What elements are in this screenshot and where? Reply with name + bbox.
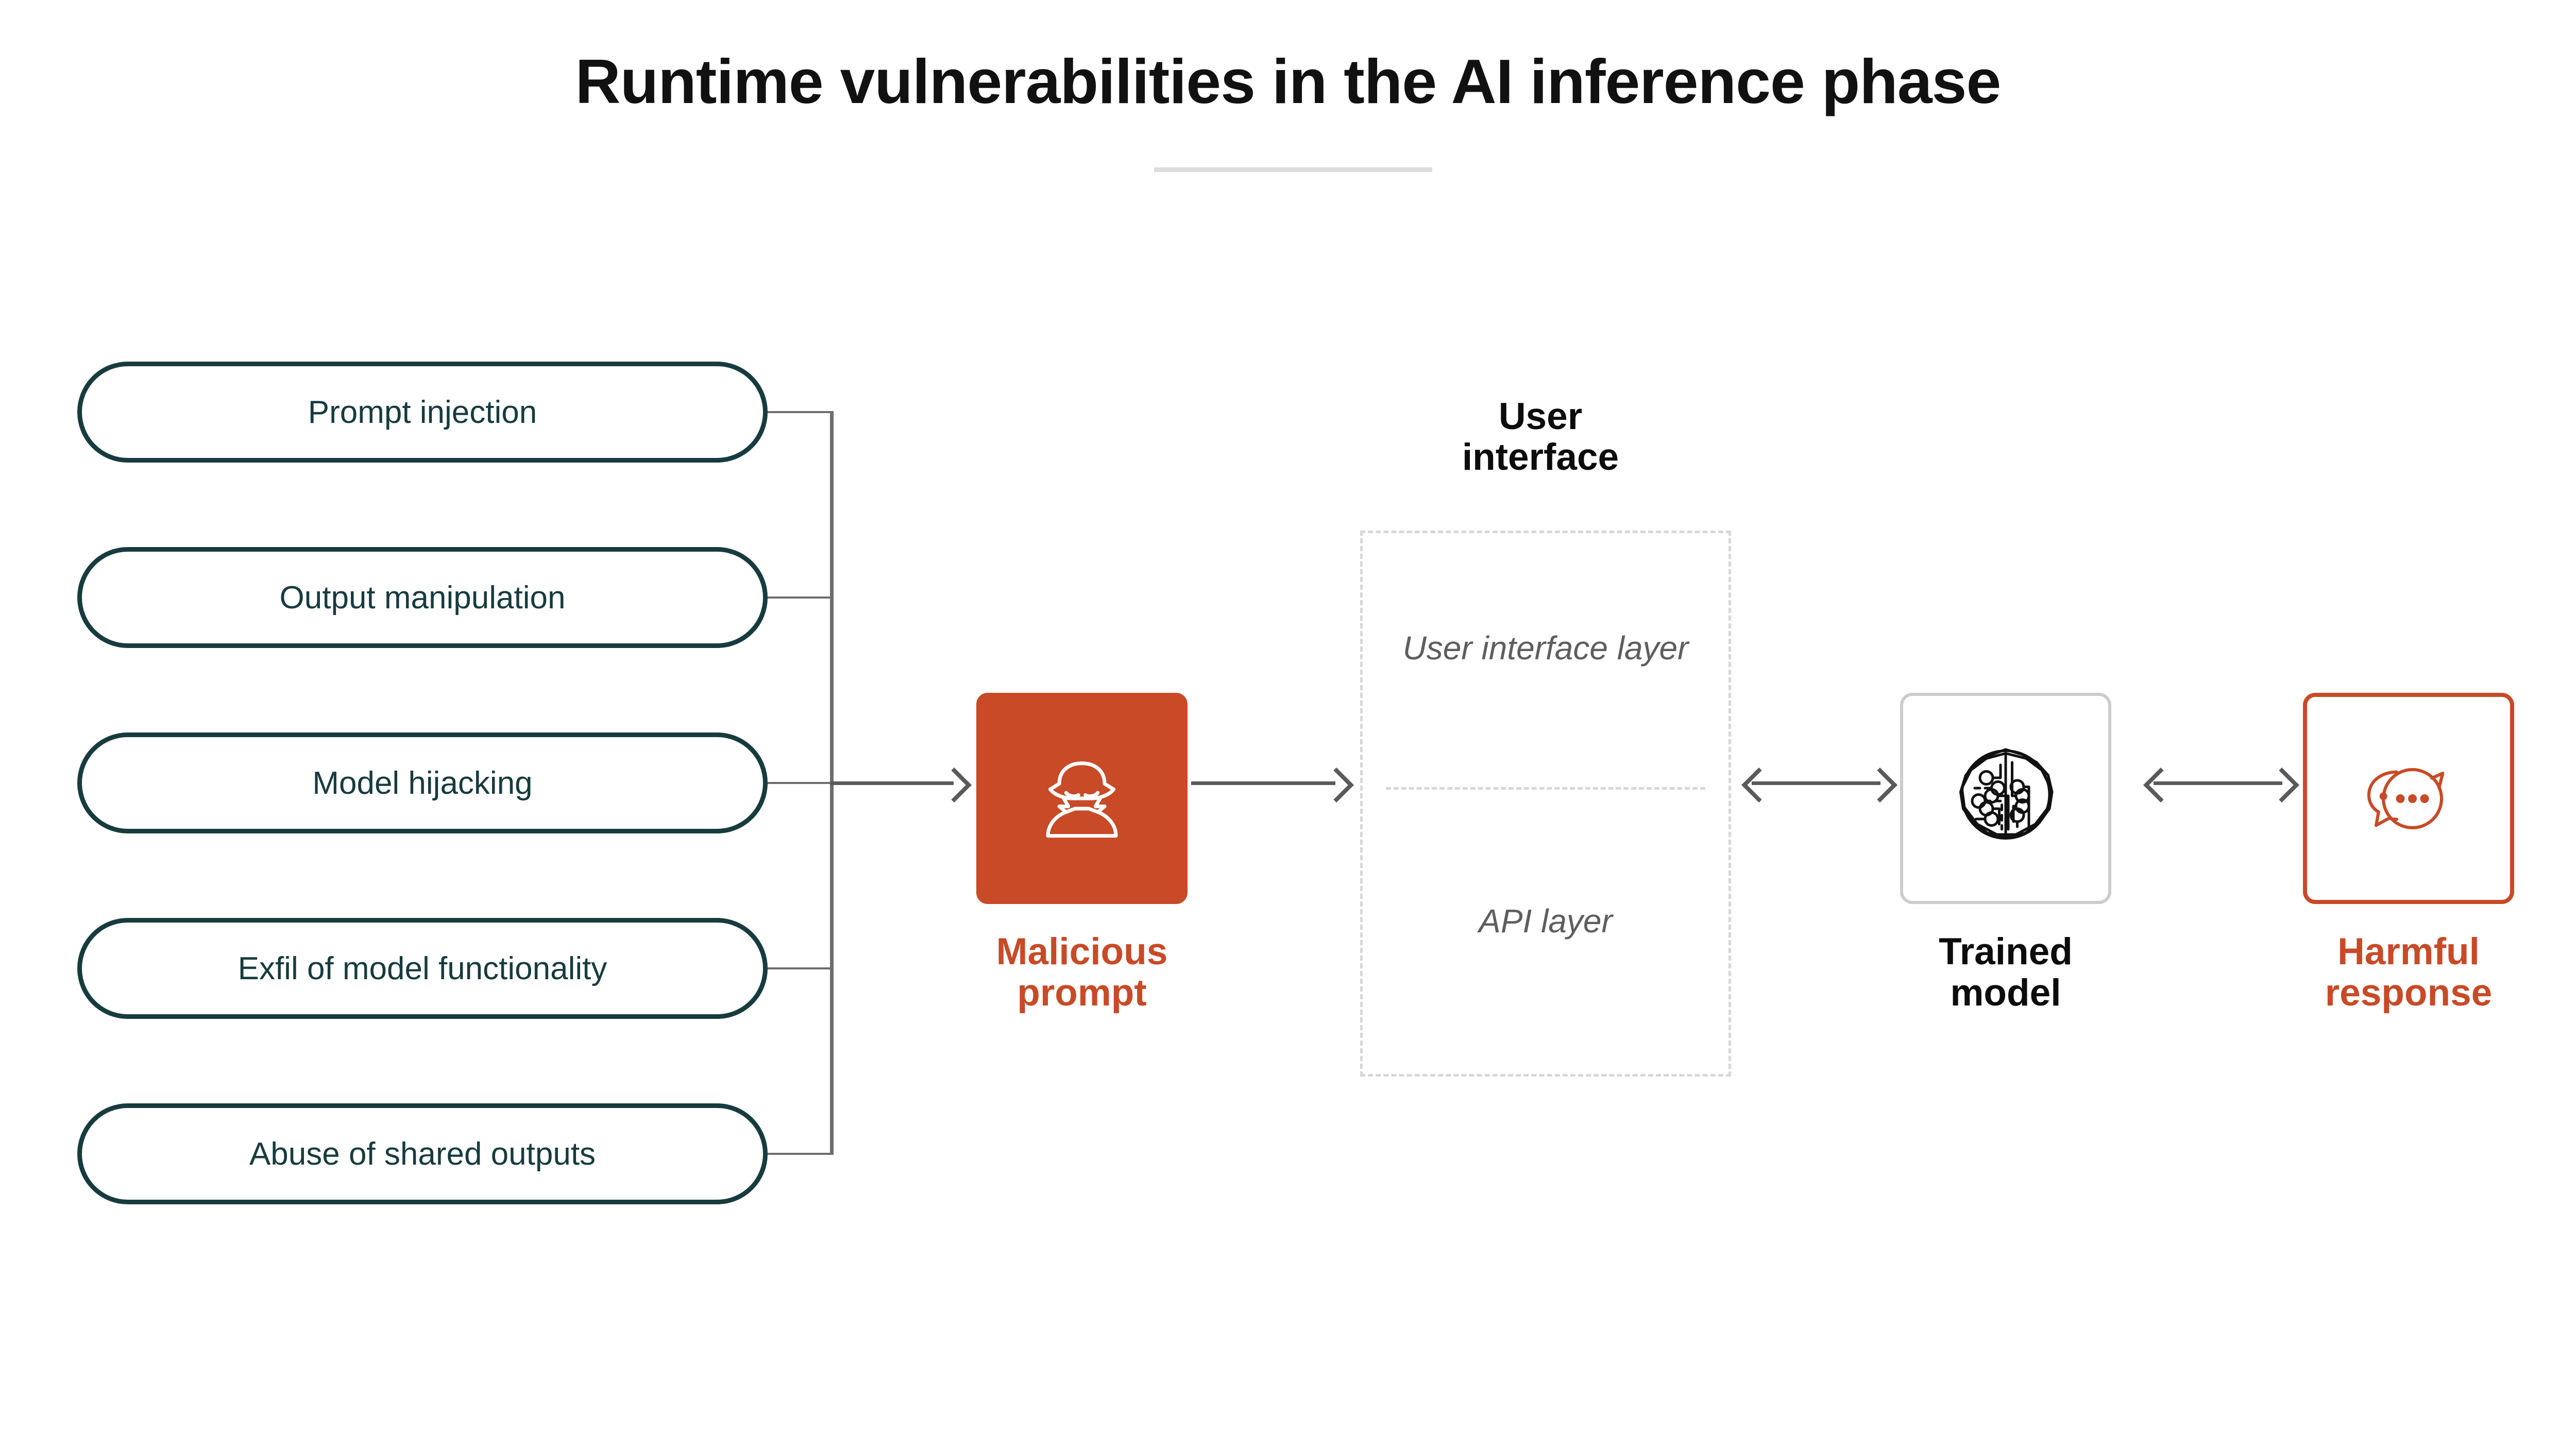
pill-label: Prompt injection [308, 394, 537, 430]
page-title: Runtime vulnerabilities in the AI infere… [575, 46, 2002, 116]
title-divider [1154, 167, 1432, 172]
vulnerability-pill-output-manipulation[interactable]: Output manipulation [77, 547, 768, 648]
arrow-head-right-ui-to-model [1862, 768, 1897, 803]
user-interface-layer-divider [1386, 787, 1705, 790]
ai-chip-brain-icon [1959, 748, 2054, 840]
trained-model-caption-line2: model [1950, 972, 2061, 1014]
user-interface-layer-label: User interface layer [1402, 629, 1689, 667]
trained-model-caption: Trained model [1836, 931, 2176, 1014]
arrow-head-right-model-to-response [2264, 768, 2299, 803]
vulnerability-pill-model-hijacking[interactable]: Model hijacking [77, 732, 768, 833]
arrow-line-malicious-to-ui [1191, 781, 1335, 785]
pill-label: Exfil of model functionality [238, 950, 607, 986]
arrow-head-left-ui-to-model [1741, 768, 1776, 803]
harmful-response-caption-line2: response [2325, 972, 2493, 1014]
arrow-line-ui-to-model [1752, 781, 1880, 785]
harmful-response-node[interactable] [2303, 693, 2514, 904]
user-interface-title: User interface [1360, 396, 1721, 478]
user-interface-title-line1: User [1498, 396, 1583, 437]
arrow-line-to-malicious [830, 781, 954, 785]
arrow-head-malicious-to-ui [1319, 768, 1354, 803]
malicious-prompt-caption-line1: Malicious [996, 931, 1168, 973]
connector-stub-3 [768, 782, 832, 784]
user-interface-title-line2: interface [1462, 436, 1619, 478]
vulnerability-pill-abuse-of-shared-outputs[interactable]: Abuse of shared outputs [77, 1103, 768, 1204]
vulnerability-pill-prompt-injection[interactable]: Prompt injection [77, 362, 768, 463]
connector-stub-5 [768, 1153, 832, 1155]
hacker-icon [1046, 761, 1118, 838]
harmful-response-caption-line1: Harmful [2337, 931, 2480, 973]
chat-bubbles-icon [2367, 768, 2444, 829]
malicious-prompt-caption: Malicious prompt [909, 931, 1255, 1014]
malicious-prompt-caption-line2: prompt [1017, 972, 1147, 1014]
arrow-head-left-model-to-response [2143, 768, 2178, 803]
api-layer-label: API layer [1479, 902, 1613, 940]
arrow-head-to-malicious [937, 768, 972, 803]
user-interface-box[interactable] [1360, 531, 1731, 1077]
harmful-response-caption: Harmful response [2239, 931, 2576, 1014]
connector-stub-1 [768, 411, 832, 413]
trained-model-node[interactable] [1900, 693, 2111, 904]
trained-model-caption-line1: Trained [1939, 931, 2073, 973]
pill-label: Abuse of shared outputs [249, 1136, 596, 1172]
pill-label: Model hijacking [312, 765, 533, 801]
malicious-prompt-node[interactable] [976, 693, 1188, 904]
arrow-line-model-to-response [2154, 781, 2282, 785]
connector-stub-2 [768, 596, 832, 599]
pill-label: Output manipulation [279, 579, 566, 616]
vulnerability-pill-exfil-of-model-functionality[interactable]: Exfil of model functionality [77, 918, 768, 1019]
connector-stub-4 [768, 967, 832, 969]
